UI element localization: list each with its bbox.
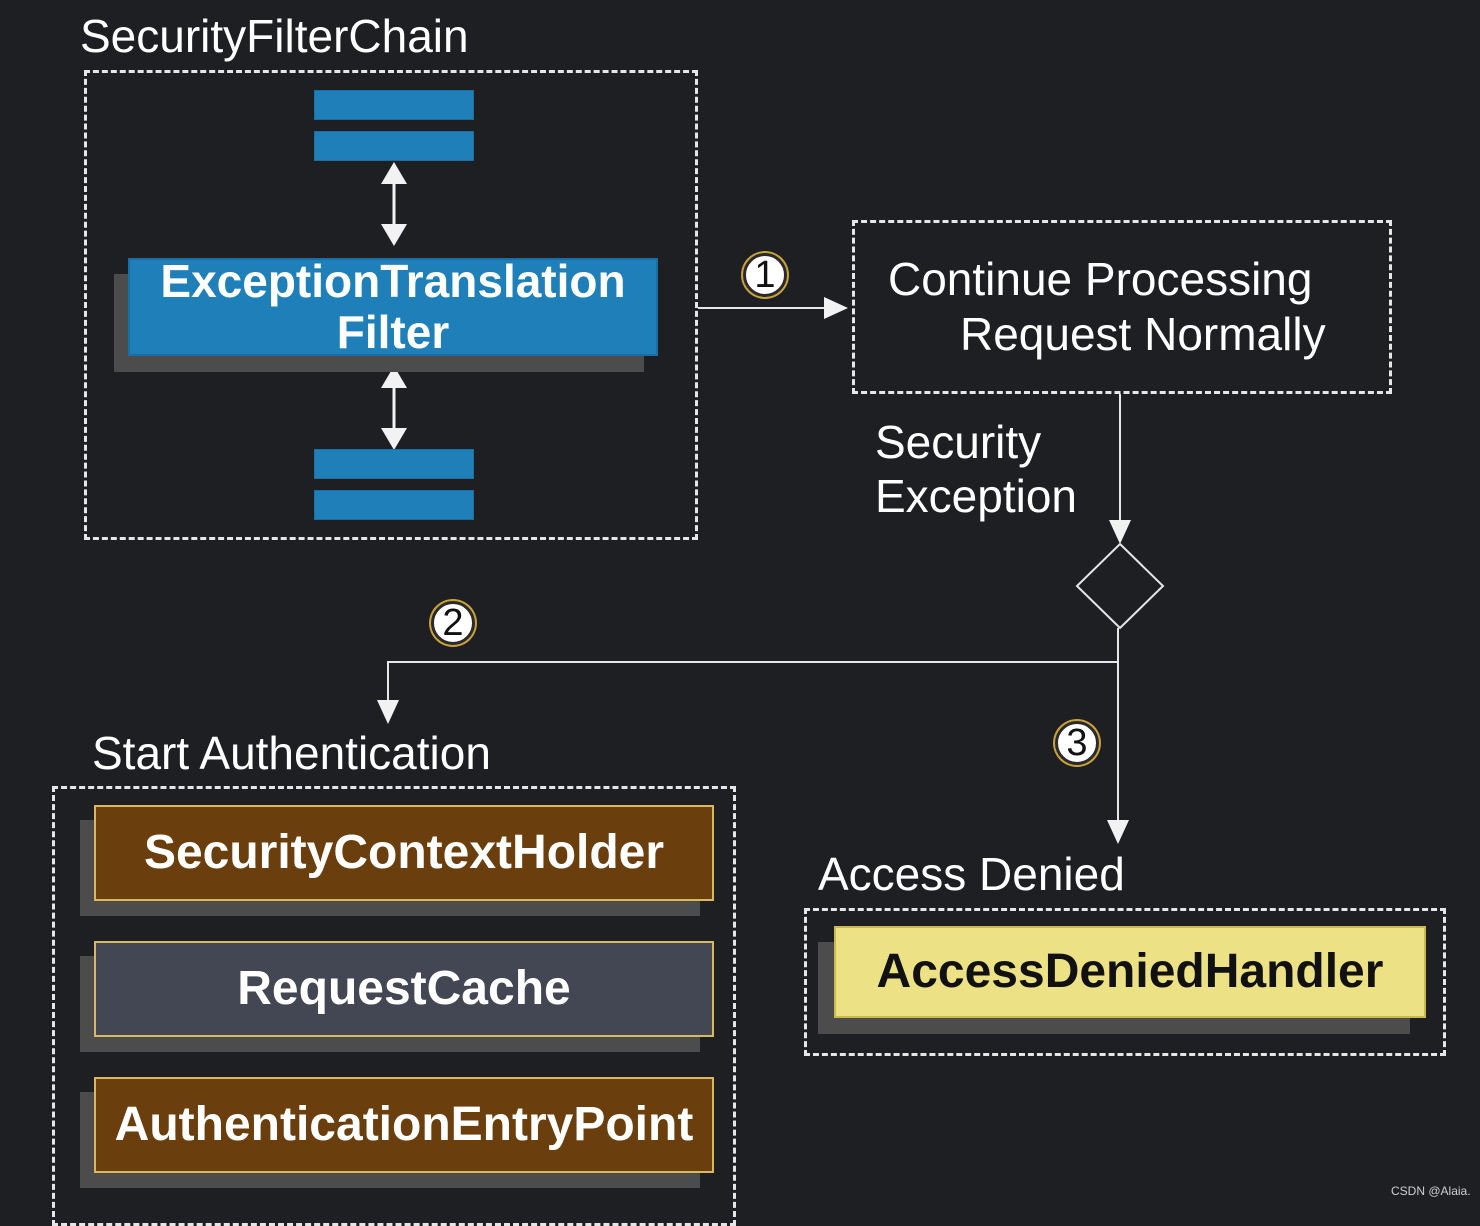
decision-diamond (1075, 542, 1165, 630)
filter-bar-bottom-2 (314, 490, 474, 520)
step-2-badge: 2 (431, 601, 475, 645)
security-filter-chain-box (84, 70, 698, 540)
double-arrow-top (381, 162, 407, 246)
access-denied-box (804, 908, 1446, 1056)
continue-processing-box (852, 220, 1392, 394)
exception-translation-filter-line2: Filter (336, 306, 450, 358)
security-exception-line1: Security (875, 416, 1042, 468)
step-3-badge: 3 (1055, 721, 1099, 765)
access-denied-handler: AccessDeniedHandler (834, 926, 1426, 1018)
authentication-entry-point: AuthenticationEntryPoint (94, 1077, 714, 1173)
access-denied-title: Access Denied (818, 848, 1125, 900)
security-exception-line2: Exception (875, 470, 1078, 522)
start-authentication-title: Start Authentication (92, 727, 491, 779)
exception-translation-filter: ExceptionTranslation Filter (128, 255, 658, 358)
continue-processing-line1: Continue Processing (888, 253, 1313, 305)
filter-bar-bottom-1 (314, 449, 474, 479)
double-arrow-bottom (381, 366, 407, 450)
watermark: CSDN @Alaia. (1391, 1184, 1471, 1198)
filter-bar-top-1 (314, 90, 474, 120)
security-filter-chain-title: SecurityFilterChain (80, 10, 469, 62)
step-1-badge: 1 (743, 253, 787, 297)
exception-translation-filter-line1: ExceptionTranslation (160, 255, 626, 308)
request-cache: RequestCache (94, 941, 714, 1037)
filter-bar-top-2 (314, 131, 474, 161)
arrow-to-start-authentication (377, 661, 1118, 724)
security-context-holder: SecurityContextHolder (94, 805, 714, 901)
continue-processing-line2: Request Normally (960, 308, 1326, 360)
